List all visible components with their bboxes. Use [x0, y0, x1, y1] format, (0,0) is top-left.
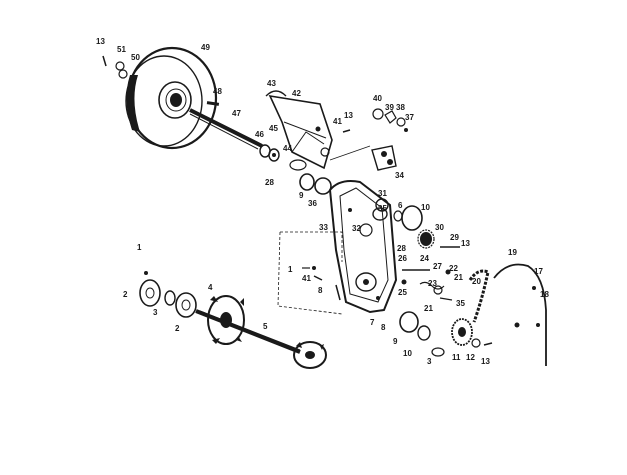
callout-49: 49	[201, 43, 210, 52]
callout-6: 6	[398, 201, 403, 210]
bearing-9-lower	[399, 311, 419, 333]
callout-labels: 13 51 50 49 48 47 43 42 46 45 44 41 13 4…	[96, 37, 549, 366]
callout-41: 41	[302, 274, 311, 283]
callout-31: 31	[378, 189, 387, 198]
callout-9: 9	[299, 191, 304, 200]
callout-17: 17	[534, 267, 543, 276]
callout-27: 27	[433, 262, 442, 271]
callout-1: 1	[288, 265, 293, 274]
drive-axle-5	[195, 309, 301, 354]
callout-7: 7	[370, 318, 375, 327]
callout-29: 29	[450, 233, 459, 242]
callout-40: 40	[373, 94, 382, 103]
callout-34: 34	[395, 171, 404, 180]
washer-51	[115, 61, 125, 71]
callout-23: 23	[428, 279, 437, 288]
callout-8: 8	[381, 323, 386, 332]
chaincase-housing	[328, 180, 398, 314]
drive-shaft	[189, 108, 263, 150]
cover-seal-44	[289, 159, 307, 171]
callout-2: 2	[175, 324, 180, 333]
callout-9: 9	[393, 337, 398, 346]
drive-chain	[468, 269, 490, 323]
bearing-31-32	[372, 198, 389, 221]
sprocket-10-top	[393, 205, 423, 231]
callout-47: 47	[232, 109, 241, 118]
callout-26: 26	[398, 254, 407, 263]
callout-3: 3	[427, 357, 432, 366]
callout-41: 41	[333, 117, 342, 126]
callout-44: 44	[283, 144, 292, 153]
callout-25: 25	[398, 288, 407, 297]
callout-21: 21	[424, 304, 433, 313]
callout-12: 12	[466, 353, 475, 362]
key-48	[206, 101, 220, 106]
small-parts-37-40	[342, 108, 408, 133]
callout-1: 1	[137, 243, 142, 252]
callout-19: 19	[508, 248, 517, 257]
bearing-3-left	[164, 290, 176, 306]
callout-43: 43	[267, 79, 276, 88]
callout-18: 18	[540, 290, 549, 299]
callout-28: 28	[265, 178, 274, 187]
bearing-flange-2-right	[175, 292, 197, 318]
callout-5: 5	[263, 322, 268, 331]
callout-13: 13	[461, 239, 470, 248]
callout-35: 35	[378, 204, 387, 213]
callout-21: 21	[454, 273, 463, 282]
callout-30: 30	[435, 223, 444, 232]
callout-39: 39	[385, 103, 394, 112]
bearing-10-lower	[417, 325, 431, 341]
callout-37: 37	[405, 113, 414, 122]
tensioner-34	[371, 145, 397, 171]
callout-11: 11	[452, 353, 461, 362]
callout-2: 2	[123, 290, 128, 299]
callout-33: 33	[319, 223, 328, 232]
chain-guide-19	[493, 263, 547, 366]
callout-13: 13	[96, 37, 105, 46]
callout-35: 35	[456, 299, 465, 308]
callout-22: 22	[449, 264, 458, 273]
callout-38: 38	[396, 103, 405, 112]
callout-8: 8	[318, 286, 323, 295]
callout-20: 20	[472, 277, 481, 286]
drive-sprocket-right	[293, 341, 327, 369]
callout-42: 42	[292, 89, 301, 98]
callout-32: 32	[352, 224, 361, 233]
washers-45-46	[259, 144, 280, 162]
callout-50: 50	[131, 53, 140, 62]
callout-36: 36	[308, 199, 317, 208]
gear-28-30	[417, 229, 460, 249]
callout-4: 4	[208, 283, 213, 292]
callout-13: 13	[344, 111, 353, 120]
reference-box	[277, 231, 343, 315]
callout-13: 13	[481, 357, 490, 366]
bolt-13-top	[102, 55, 107, 67]
tension-spring-parts	[401, 269, 453, 301]
callout-48: 48	[213, 87, 222, 96]
callout-10: 10	[403, 349, 412, 358]
small-bolts-1-41-8	[302, 266, 341, 301]
bearing-flange-2-left	[139, 271, 161, 307]
callout-10: 10	[421, 203, 430, 212]
chaincase-cover	[265, 90, 333, 170]
callout-28: 28	[397, 244, 406, 253]
driven-sprocket-11	[451, 318, 473, 346]
leader-line	[329, 145, 371, 161]
washer-3-lower	[431, 347, 445, 357]
washer-bolt-12-13	[471, 338, 493, 348]
callout-51: 51	[117, 45, 126, 54]
washer-50	[118, 69, 128, 79]
callout-45: 45	[269, 124, 278, 133]
drive-pulley	[125, 46, 218, 150]
seal-9-36	[299, 173, 332, 195]
callout-24: 24	[420, 254, 429, 263]
callout-3: 3	[153, 308, 158, 317]
callout-46: 46	[255, 130, 264, 139]
